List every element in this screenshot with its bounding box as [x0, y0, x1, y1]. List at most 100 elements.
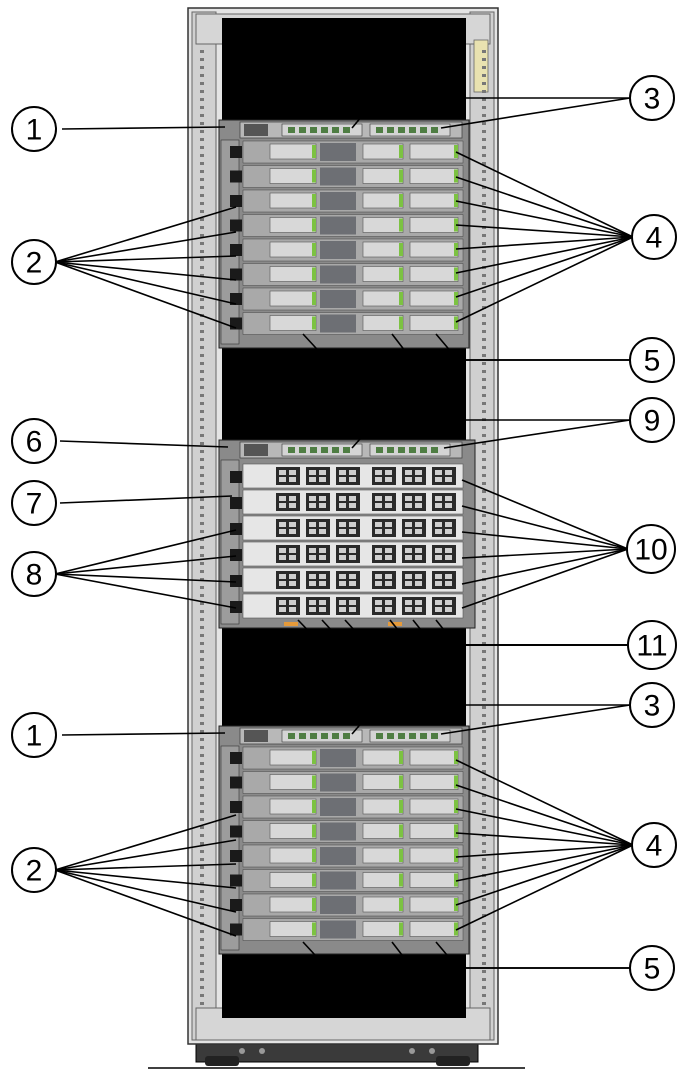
port-icon [349, 607, 356, 612]
port-icon [435, 470, 442, 475]
power-connector-icon [230, 825, 242, 838]
mesh-panel [320, 167, 356, 186]
port-icon [279, 574, 286, 579]
rail-hole [200, 746, 204, 749]
rail-hole [200, 498, 204, 501]
rail-hole [482, 186, 486, 189]
rail-hole [482, 530, 486, 533]
rail-hole [482, 842, 486, 845]
mesh-panel [320, 143, 356, 161]
vent-grill [244, 730, 268, 742]
drive-bay [362, 143, 404, 160]
drive-bay [269, 315, 317, 331]
drive-bay [409, 241, 459, 258]
port-icon [319, 574, 326, 579]
drive-latch [312, 218, 316, 232]
port-icon [375, 496, 382, 501]
port-block [372, 597, 396, 615]
port-icon [339, 496, 346, 501]
rail-hole [482, 970, 486, 973]
rail-hole [482, 194, 486, 197]
port-icon [279, 581, 286, 586]
port-icon [279, 600, 286, 605]
drive-bay [409, 872, 459, 888]
drive-latch [454, 922, 458, 936]
rail-hole [200, 298, 204, 301]
port-icon [319, 529, 326, 534]
drive-bay [269, 774, 317, 790]
port-icon [375, 581, 382, 586]
rail-hole [200, 978, 204, 981]
rail-hole [482, 250, 486, 253]
port-icon [289, 548, 296, 553]
compute-chassis [218, 725, 470, 955]
drive-latch [454, 751, 458, 764]
rail-hole [482, 162, 486, 165]
drive-bay [269, 241, 317, 258]
callout-label: 10 [634, 534, 667, 567]
drive-latch [399, 800, 403, 813]
rail-hole [200, 170, 204, 173]
rail-hole [482, 90, 486, 93]
rail-hole [200, 986, 204, 989]
port-icon [405, 548, 412, 553]
rail-hole [482, 314, 486, 317]
port-icon [332, 447, 339, 453]
port-icon [339, 574, 346, 579]
rail-hole [482, 378, 486, 381]
port-block [276, 519, 300, 537]
port-icon [420, 733, 427, 739]
drive-bay [409, 266, 459, 282]
drive-bay [362, 872, 404, 888]
rail-hole [200, 418, 204, 421]
leader-2-top [54, 255, 237, 263]
rail-hole [482, 738, 486, 741]
port-icon [415, 522, 422, 527]
port-icon [289, 555, 296, 560]
rack-foot-right [436, 1056, 470, 1066]
port-icon [319, 555, 326, 560]
rail-hole [200, 218, 204, 221]
rail-hole [482, 298, 486, 301]
rail-hole [482, 434, 486, 437]
rail-hole [200, 202, 204, 205]
rail-hole [200, 610, 204, 613]
port-icon [415, 555, 422, 560]
port-icon [309, 496, 316, 501]
rail-hole [482, 658, 486, 661]
drive-bay [409, 217, 459, 233]
port-block [372, 493, 396, 511]
rail-hole [200, 362, 204, 365]
port-icon [289, 581, 296, 586]
port-block [402, 597, 426, 615]
rail-hole [482, 58, 486, 61]
rail-hole [200, 266, 204, 269]
callout-7: 7 [11, 480, 57, 526]
rail-hole [482, 730, 486, 733]
port-icon [343, 447, 350, 453]
rail-hole [482, 754, 486, 757]
drive-latch [454, 316, 458, 330]
drive-bay [362, 217, 404, 233]
rail-hole [200, 866, 204, 869]
port-icon [435, 496, 442, 501]
port-icon [289, 600, 296, 605]
rail-hole [482, 602, 486, 605]
mesh-panel [320, 871, 356, 890]
port-icon [445, 503, 452, 508]
callout-10: 10 [626, 524, 676, 574]
rail-hole [200, 722, 204, 725]
drive-bay [362, 749, 404, 766]
rail-hole [482, 674, 486, 677]
callout-label: 3 [644, 83, 661, 116]
rail-hole [200, 754, 204, 757]
port-icon [431, 447, 438, 453]
rail-hole [200, 994, 204, 997]
leader-4-top [455, 236, 634, 274]
drive-bay [269, 168, 317, 184]
drive-latch [399, 316, 403, 330]
port-icon [288, 127, 295, 133]
callout-label: 6 [26, 426, 43, 459]
rail-hole [200, 394, 204, 397]
